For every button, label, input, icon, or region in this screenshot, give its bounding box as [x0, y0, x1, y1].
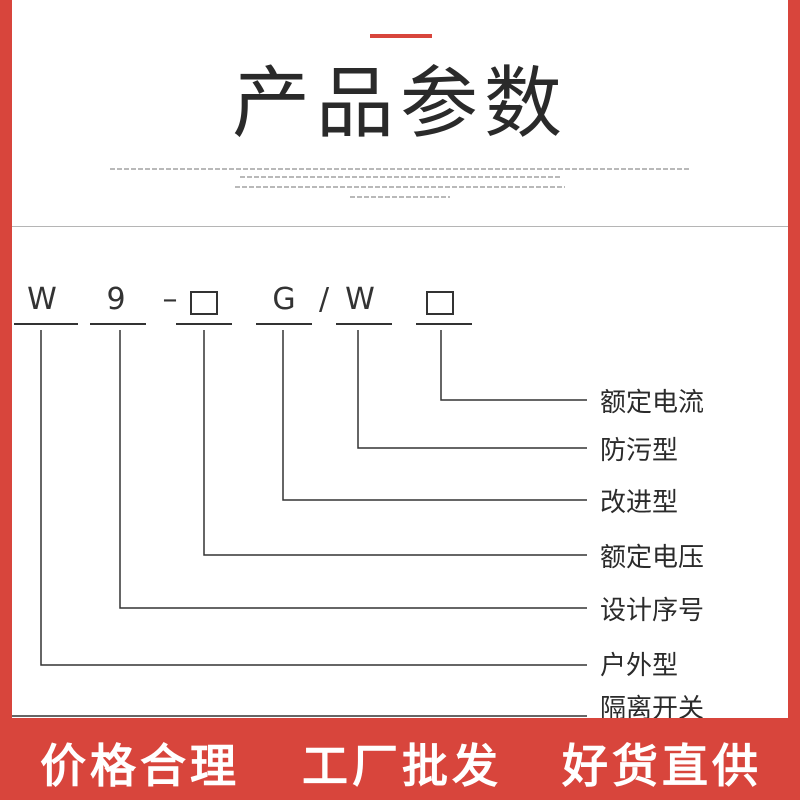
legend-label-rated-voltage: 额定电压 [600, 543, 705, 573]
legend-label-outdoor: 户外型 [600, 651, 679, 681]
legend-label-design-serial: 设计序号 [600, 596, 705, 626]
code-char-g: G [272, 282, 296, 317]
code-char-w2: W [345, 282, 375, 317]
code-char-9: 9 [106, 282, 126, 317]
code-box-current [426, 291, 454, 315]
page-title: 产品参数 [231, 59, 568, 149]
leader-line-antifouling [357, 330, 587, 449]
code-char-slash: / [318, 282, 330, 317]
code-underline [256, 323, 312, 325]
fine-print-decoration [92, 168, 708, 204]
leader-line-improved [282, 330, 587, 501]
slogan-factory-wholesale: 工厂批发 [302, 739, 502, 793]
legend-label-antifouling: 防污型 [600, 436, 679, 466]
title-accent-bar [370, 34, 432, 38]
leader-lines [12, 330, 587, 717]
leader-line-design [119, 330, 587, 609]
leader-line-voltage [203, 330, 587, 556]
code-underline [336, 323, 392, 325]
leader-line-current [440, 330, 587, 401]
parameter-card: 产品参数 W 9 – G / W 额定电流 防污型 改进型 额定电压 设计序号 [12, 0, 788, 800]
code-char-w: W [27, 282, 57, 317]
slogan-direct-supply: 好货直供 [562, 739, 762, 793]
code-underline [90, 323, 146, 325]
legend-label-improved: 改进型 [600, 488, 679, 518]
code-underline [416, 323, 472, 325]
code-box-voltage [190, 291, 218, 315]
section-divider [12, 226, 788, 227]
slogan-fair-price: 价格合理 [40, 739, 240, 793]
legend-label-rated-current: 额定电流 [600, 388, 705, 418]
leader-line-outdoor [40, 330, 587, 666]
code-underline [176, 323, 232, 325]
promo-footer-banner: 价格合理 工厂批发 好货直供 [0, 718, 800, 800]
code-underline [14, 323, 78, 325]
code-char-dash: – [162, 282, 178, 317]
